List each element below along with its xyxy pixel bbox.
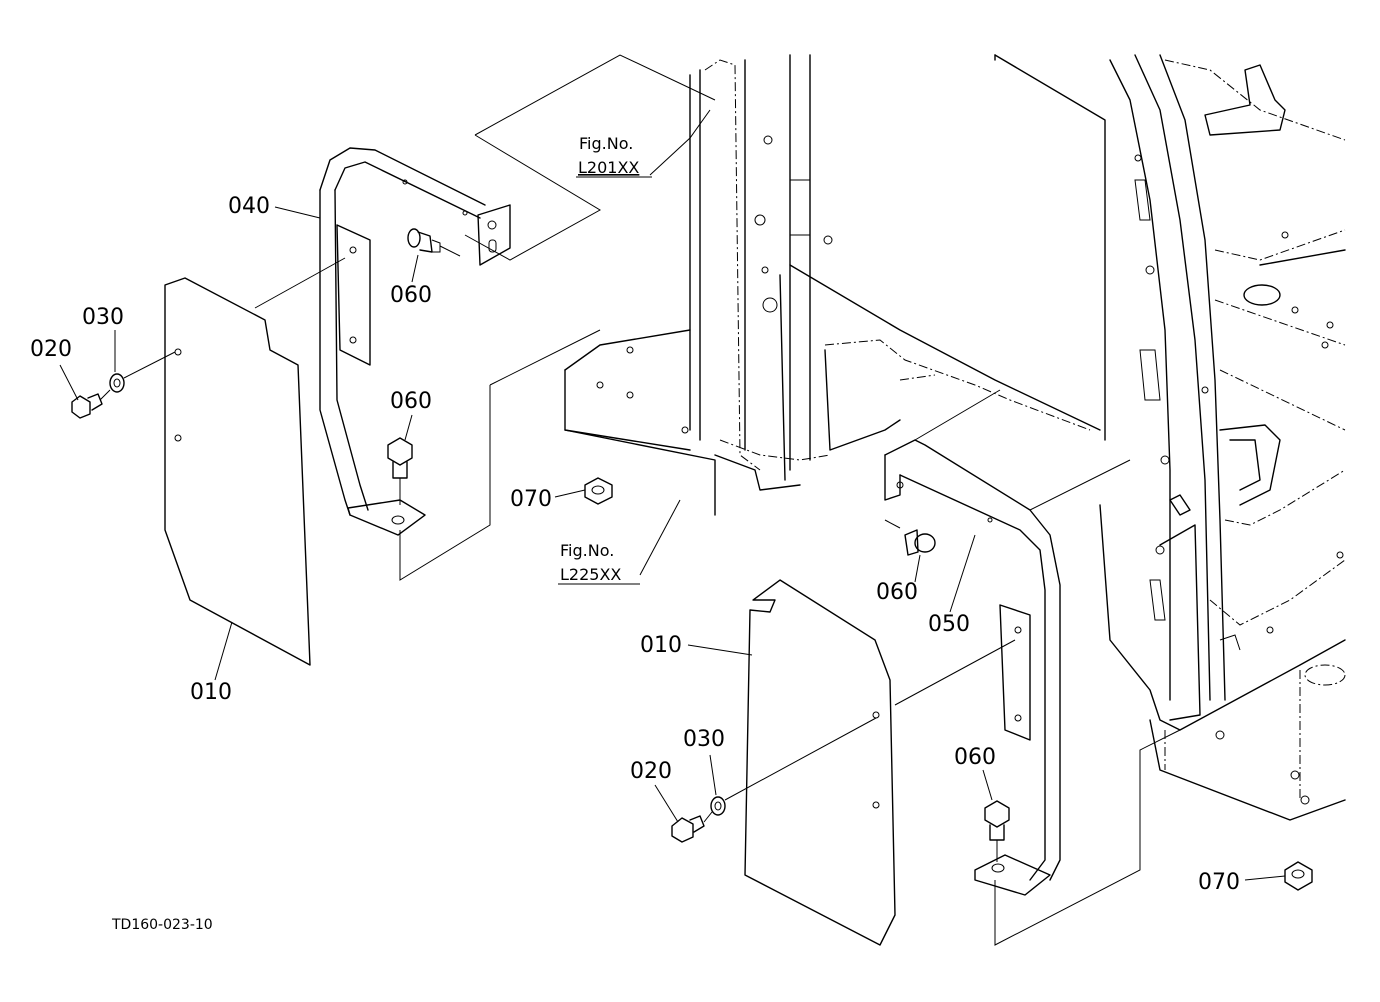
screw-020-right	[671, 815, 705, 843]
label-060-a: 060	[390, 283, 432, 308]
bolt-060-d	[984, 800, 1010, 862]
label-040: 040	[228, 194, 270, 219]
reference-outline-l225xx	[399, 329, 601, 581]
bracket-040	[319, 147, 511, 536]
drawing-code: TD160-023-10	[111, 917, 213, 933]
label-leaders	[59, 109, 1286, 881]
leader-panel-bracket-left	[254, 257, 346, 309]
fig-ref-title-1: Fig.No.	[579, 134, 633, 153]
panel-010-right	[744, 579, 896, 946]
screw-020-left	[71, 393, 103, 419]
bracket-050	[884, 439, 1061, 896]
fig-ref-title-2: Fig.No.	[560, 541, 614, 560]
label-060-d: 060	[954, 745, 996, 770]
bolt-060-b	[387, 437, 413, 505]
bolt-060-a	[407, 228, 461, 257]
reference-outline-lower	[994, 729, 1181, 946]
panel-010-left	[164, 277, 311, 666]
bolt-060-c	[884, 519, 936, 556]
label-050: 050	[928, 612, 970, 637]
washer-030-right	[710, 796, 726, 816]
fig-ref-code-2[interactable]: L225XX	[560, 565, 621, 584]
nut-070-a	[584, 477, 613, 505]
nut-070-b	[1284, 861, 1313, 891]
label-070-a: 070	[510, 487, 552, 512]
leader-hardware-right	[703, 717, 877, 823]
fig-ref-code-1[interactable]: L201XX	[578, 158, 639, 177]
label-010-right: 010	[640, 633, 682, 658]
label-030-right: 030	[683, 727, 725, 752]
label-020-right: 020	[630, 759, 672, 784]
label-070-b: 070	[1198, 870, 1240, 895]
label-060-b: 060	[390, 389, 432, 414]
label-010-left: 010	[190, 680, 232, 705]
label-020-left: 020	[30, 337, 72, 362]
washer-030-left	[109, 373, 125, 393]
reference-outline-l201xx	[464, 54, 716, 261]
label-030-left: 030	[82, 305, 124, 330]
machine-frame	[564, 54, 1346, 821]
leader-bracket-050-top	[914, 389, 1131, 511]
label-060-c: 060	[876, 580, 918, 605]
leader-hardware-left	[99, 351, 176, 401]
leader-panel-bracket-right	[894, 639, 1016, 706]
